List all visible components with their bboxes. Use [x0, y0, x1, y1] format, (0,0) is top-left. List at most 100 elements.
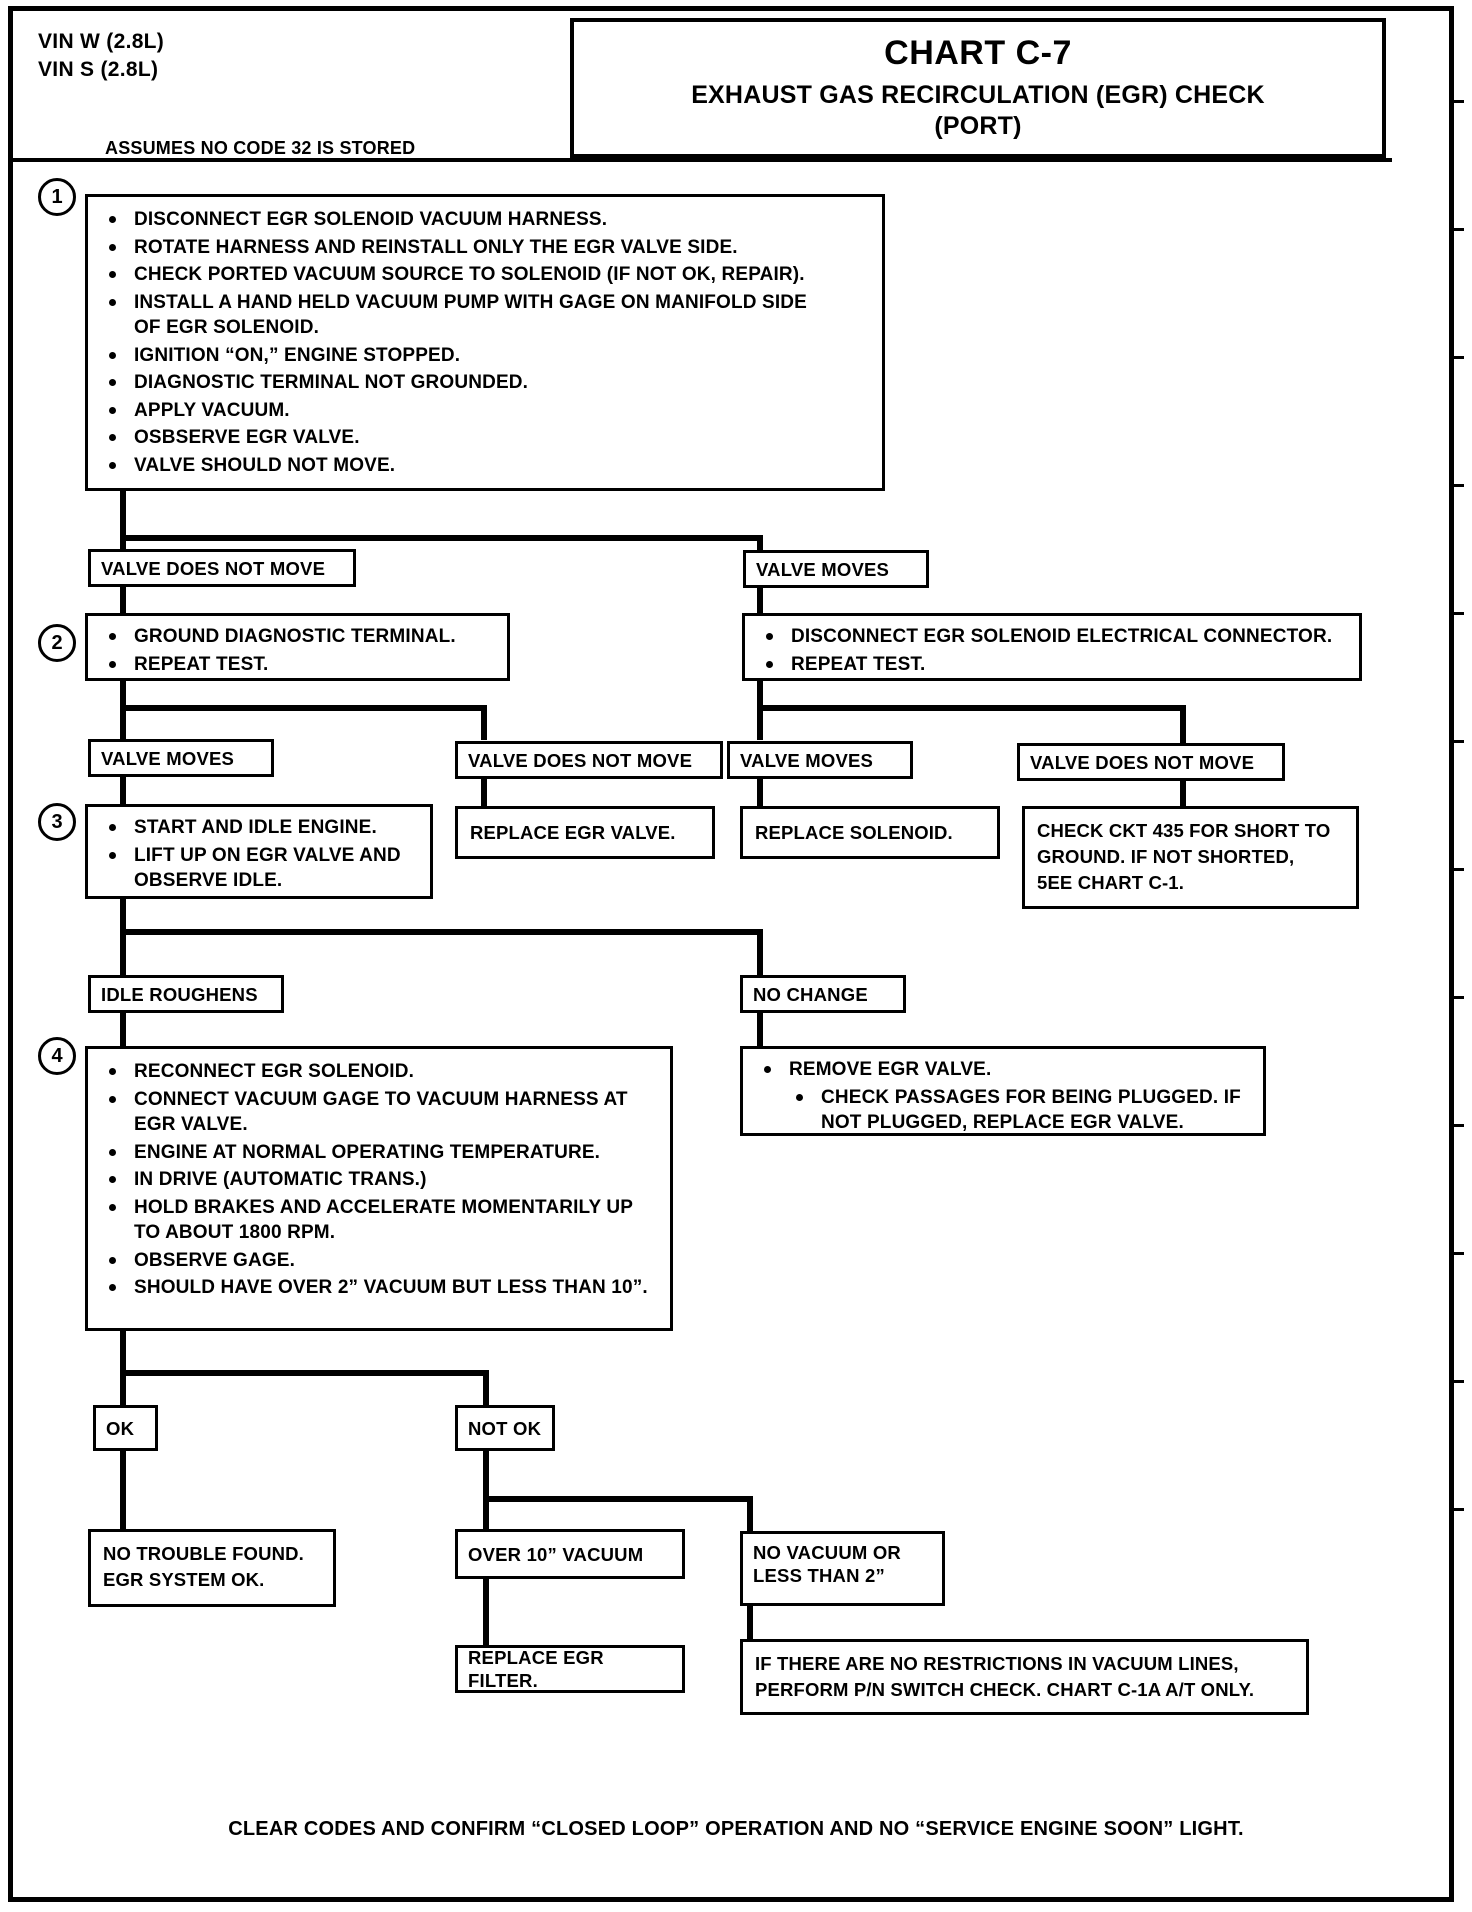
list-item: IGNITION “ON,” ENGINE STOPPED. — [100, 343, 870, 369]
connector-line — [120, 929, 126, 976]
connector-line — [120, 899, 126, 935]
list-item: IN DRIVE (AUTOMATIC TRANS.) — [100, 1167, 658, 1193]
no-change-bullet-list: REMOVE EGR VALVE. CHECK PASSAGES FOR BEI… — [755, 1057, 1251, 1136]
list-item: VALVE SHOULD NOT MOVE. — [100, 453, 870, 479]
no-change-instructions: REMOVE EGR VALVE. CHECK PASSAGES FOR BEI… — [740, 1046, 1266, 1136]
connector-line — [1180, 705, 1186, 743]
branch-label-valve-does-not-move: VALVE DOES NOT MOVE — [88, 549, 356, 587]
list-item: HOLD BRAKES AND ACCELERATE MOMENTARILY U… — [100, 1195, 658, 1246]
branch-label-valve-moves-left: VALVE MOVES — [88, 739, 274, 777]
connector-line — [120, 1331, 126, 1376]
margin-tick — [1452, 996, 1464, 999]
list-item: GROUND DIAGNOSTIC TERMINAL. — [100, 624, 495, 650]
chart-title: CHART C-7 — [884, 34, 1072, 72]
connector-line — [483, 1370, 489, 1408]
connector-line — [120, 1451, 126, 1529]
outcome-replace-solenoid: REPLACE SOLENOID. — [740, 806, 1000, 859]
list-item: OBSERVE GAGE. — [100, 1248, 658, 1274]
connector-line — [757, 535, 763, 550]
outcome-no-vacuum-or-less-than-2: NO VACUUM OR LESS THAN 2” — [740, 1531, 945, 1606]
connector-line — [120, 535, 126, 550]
step-number-4: 4 — [38, 1037, 76, 1075]
footer-note: CLEAR CODES AND CONFIRM “CLOSED LOOP” OP… — [228, 1818, 1244, 1840]
step1-bullet-list: DISCONNECT EGR SOLENOID VACUUM HARNESS. … — [100, 207, 870, 478]
margin-tick — [1452, 612, 1464, 615]
connector-line — [483, 1579, 489, 1649]
branch-label-valve-moves: VALVE MOVES — [743, 550, 929, 588]
connector-line — [757, 588, 763, 614]
assumes-note: ASSUMES NO CODE 32 IS STORED — [105, 138, 416, 158]
margin-tick — [1452, 868, 1464, 871]
branch-label-valve-moves-right: VALVE MOVES — [727, 741, 913, 779]
list-item: LIFT UP ON EGR VALVE AND OBSERVE IDLE. — [100, 843, 418, 894]
list-item: CHECK PASSAGES FOR BEING PLUGGED. IF NOT… — [755, 1085, 1251, 1136]
margin-tick — [1452, 1380, 1464, 1383]
list-item: SHOULD HAVE OVER 2” VACUUM BUT LESS THAN… — [100, 1275, 658, 1301]
outcome-replace-egr-filter: REPLACE EGR FILTER. — [455, 1645, 685, 1693]
branch-label-no-change: NO CHANGE — [740, 975, 906, 1013]
outcome-check-ckt-435: CHECK CKT 435 FOR SHORT TO GROUND. IF NO… — [1022, 806, 1359, 909]
connector-line — [483, 1496, 489, 1533]
list-item: CONNECT VACUUM GAGE TO VACUUM HARNESS AT… — [100, 1087, 658, 1138]
connector-line — [757, 779, 763, 806]
connector-line — [120, 929, 763, 935]
connector-line — [120, 1370, 126, 1408]
margin-tick — [1452, 1252, 1464, 1255]
connector-line — [757, 1013, 763, 1046]
connector-line — [483, 1451, 489, 1506]
list-item: DISCONNECT EGR SOLENOID ELECTRICAL CONNE… — [757, 624, 1347, 650]
list-item: REMOVE EGR VALVE. — [755, 1057, 1251, 1083]
step4-instructions: RECONNECT EGR SOLENOID. CONNECT VACUUM G… — [85, 1046, 673, 1331]
outcome-over-10-vacuum: OVER 10” VACUUM — [455, 1529, 685, 1579]
list-item: DISCONNECT EGR SOLENOID VACUUM HARNESS. — [100, 207, 870, 233]
list-item: CHECK PORTED VACUUM SOURCE TO SOLENOID (… — [100, 262, 870, 288]
branch-label-idle-roughens: IDLE ROUGHENS — [88, 975, 284, 1013]
connector-line — [120, 1370, 489, 1376]
list-item: APPLY VACUUM. — [100, 398, 870, 424]
step3-instructions: START AND IDLE ENGINE. LIFT UP ON EGR VA… — [85, 804, 433, 899]
step3-bullet-list: START AND IDLE ENGINE. LIFT UP ON EGR VA… — [100, 815, 418, 894]
title-frame: CHART C-7 EXHAUST GAS RECIRCULATION (EGR… — [570, 18, 1386, 158]
step2-right-instructions: DISCONNECT EGR SOLENOID ELECTRICAL CONNE… — [742, 613, 1362, 681]
margin-tick — [1452, 100, 1464, 103]
list-item: ENGINE AT NORMAL OPERATING TEMPERATURE. — [100, 1140, 658, 1166]
connector-line — [120, 491, 126, 541]
step-number-1: 1 — [38, 178, 76, 216]
list-item: RECONNECT EGR SOLENOID. — [100, 1059, 658, 1085]
step2-left-instructions: GROUND DIAGNOSTIC TERMINAL. REPEAT TEST. — [85, 613, 510, 681]
connector-line — [747, 1496, 753, 1533]
connector-line — [120, 777, 126, 804]
step2-right-bullet-list: DISCONNECT EGR SOLENOID ELECTRICAL CONNE… — [757, 624, 1347, 677]
list-item: ROTATE HARNESS AND REINSTALL ONLY THE EG… — [100, 235, 870, 261]
connector-line — [120, 535, 763, 541]
step-number-3: 3 — [38, 803, 76, 841]
branch-label-not-ok: NOT OK — [455, 1405, 555, 1451]
connector-line — [481, 705, 487, 740]
margin-tick — [1452, 228, 1464, 231]
chart-subtitle: EXHAUST GAS RECIRCULATION (EGR) CHECK (P… — [691, 81, 1265, 140]
page-border — [8, 6, 1454, 1902]
branch-label-valve-does-not-move-left: VALVE DOES NOT MOVE — [455, 741, 723, 779]
connector-line — [757, 705, 1186, 711]
connector-line — [1180, 781, 1186, 807]
outcome-no-trouble-found: NO TROUBLE FOUND. EGR SYSTEM OK. — [88, 1529, 336, 1607]
connector-line — [120, 705, 487, 711]
connector-line — [120, 587, 126, 614]
connector-line — [120, 705, 126, 740]
margin-tick — [1452, 484, 1464, 487]
connector-line — [483, 1496, 753, 1502]
list-item: OSBSERVE EGR VALVE. — [100, 425, 870, 451]
step4-bullet-list: RECONNECT EGR SOLENOID. CONNECT VACUUM G… — [100, 1059, 658, 1301]
list-item: REPEAT TEST. — [757, 652, 1347, 678]
outcome-check-restrictions: IF THERE ARE NO RESTRICTIONS IN VACUUM L… — [740, 1639, 1309, 1715]
step2-left-bullet-list: GROUND DIAGNOSTIC TERMINAL. REPEAT TEST. — [100, 624, 495, 677]
branch-label-valve-does-not-move-right: VALVE DOES NOT MOVE — [1017, 743, 1285, 781]
outcome-replace-egr-valve: REPLACE EGR VALVE. — [455, 806, 715, 859]
header-divider — [13, 158, 1392, 162]
margin-tick — [1452, 1124, 1464, 1127]
connector-line — [120, 681, 126, 711]
connector-line — [481, 779, 487, 806]
list-item: REPEAT TEST. — [100, 652, 495, 678]
connector-line — [757, 705, 763, 740]
